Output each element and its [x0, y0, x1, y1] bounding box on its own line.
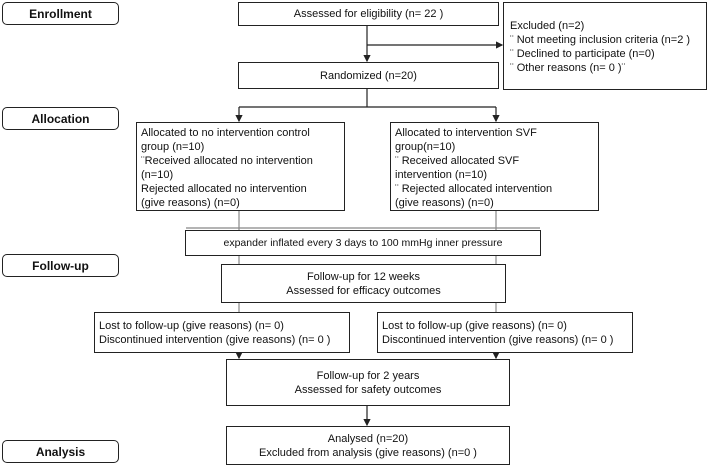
text-line: Lost to follow-up (give reasons) (n= 0)	[99, 320, 284, 332]
text-line: group (n=10)	[141, 141, 205, 153]
randomized-box: Randomized (n=20)	[238, 62, 499, 89]
text-line: Assessed for safety outcomes	[294, 383, 442, 396]
followup-2y-box: Follow-up for 2 years Assessed for safet…	[226, 359, 510, 406]
excluded-item: ¨ Not meeting inclusion criteria (n=2 )	[510, 34, 691, 46]
text-line: Excluded from analysis (give reasons) (n…	[259, 446, 477, 459]
excluded-item: ¨ Other reasons (n= 0 )¨	[510, 62, 626, 74]
excluded-title: Excluded (n=2)	[510, 20, 585, 32]
text-line: (give reasons) (n=0)	[395, 197, 494, 209]
text-line: Assessed for efficacy outcomes	[286, 284, 441, 297]
excluded-item: ¨ Declined to participate (n=0)	[510, 48, 655, 60]
control-allocation-box: Allocated to no intervention control gro…	[136, 122, 345, 211]
followup-12w-box: Follow-up for 12 weeks Assessed for effi…	[221, 264, 506, 303]
expander-box: expander inflated every 3 days to 100 mm…	[185, 230, 541, 256]
stage-enrollment: Enrollment	[2, 2, 119, 25]
text-line: (n=10)	[141, 169, 174, 181]
lost-left-box: Lost to follow-up (give reasons) (n= 0) …	[94, 312, 350, 353]
stage-followup: Follow-up	[2, 254, 119, 277]
text-line: intervention (n=10)	[395, 169, 488, 181]
text-line: ¨ Rejected allocated intervention	[395, 183, 553, 195]
text-line: Follow-up for 12 weeks	[306, 270, 421, 283]
stage-allocation: Allocation	[2, 107, 119, 130]
text-line: Allocated to no intervention control	[141, 127, 310, 139]
text-line: Discontinued intervention (give reasons)…	[99, 334, 331, 346]
text-line: ¨ Received allocated SVF	[395, 155, 520, 167]
text-line: Allocated to intervention SVF	[395, 127, 537, 139]
text-line: Lost to follow-up (give reasons) (n= 0)	[382, 320, 567, 332]
analysed-box: Analysed (n=20) Excluded from analysis (…	[226, 426, 510, 465]
text-line: ¨Received allocated no intervention	[141, 155, 313, 167]
text-line: group(n=10)	[395, 141, 456, 153]
assessed-box: Assessed for eligibility (n= 22 )	[238, 2, 499, 26]
text-line: Follow-up for 2 years	[316, 369, 420, 382]
text-line: Discontinued intervention (give reasons)…	[382, 334, 614, 346]
text-line: Analysed (n=20)	[327, 432, 409, 445]
svf-allocation-box: Allocated to intervention SVF group(n=10…	[390, 122, 599, 211]
text-line: Rejected allocated no intervention	[141, 183, 307, 195]
lost-right-box: Lost to follow-up (give reasons) (n= 0) …	[377, 312, 633, 353]
text-line: (give reasons) (n=0)	[141, 197, 240, 209]
stage-analysis: Analysis	[2, 440, 119, 463]
excluded-box: Excluded (n=2) ¨ Not meeting inclusion c…	[503, 2, 707, 90]
